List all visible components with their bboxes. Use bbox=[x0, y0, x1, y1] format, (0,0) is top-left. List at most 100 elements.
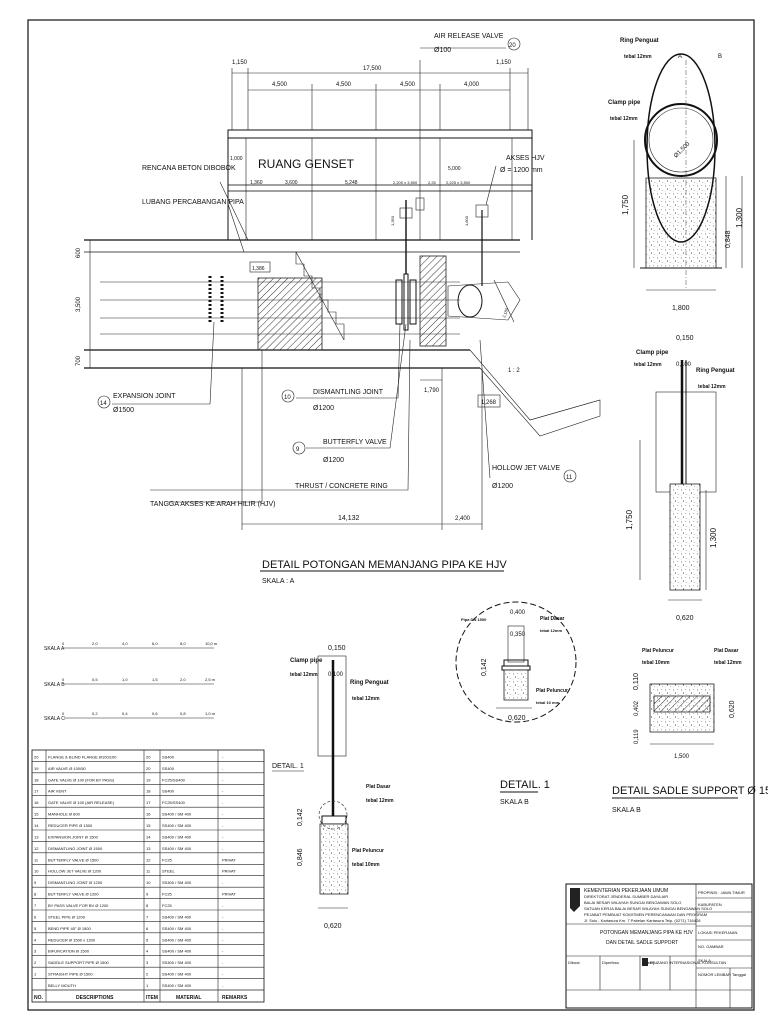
bom-cell: 9 bbox=[34, 880, 37, 885]
bom-cell: SS400 / SM 400 bbox=[162, 937, 192, 942]
d1s-plat-dasar-t: tebal 12mm bbox=[366, 798, 394, 804]
dim-17500: 17,500 bbox=[363, 66, 382, 72]
bom-cell: BIFURCATION Ø 1500 bbox=[48, 949, 90, 954]
tb-kabupaten: KABUPATEN bbox=[698, 902, 722, 907]
d1s-620: 0,620 bbox=[324, 923, 342, 930]
bom-cell: AIR VALVE Ø 100/50 bbox=[48, 766, 86, 771]
dim-span-4: 4,000 bbox=[464, 82, 480, 88]
bom-cell: 15 bbox=[146, 823, 151, 828]
bom-cell: 14 bbox=[34, 823, 39, 828]
room-label: RUANG GENSET bbox=[258, 157, 355, 171]
tb-consultant: PT. ZANO INTERNASIONAL KONSULTAN bbox=[650, 960, 726, 965]
bom-cell: SS400 / SM 400 bbox=[162, 926, 192, 931]
bom-cell: FC25/SS400 bbox=[162, 777, 186, 782]
sdv-1300: 1,300 bbox=[709, 527, 718, 548]
sv-1750: 1,750 bbox=[621, 194, 630, 215]
d1s-150: 0,150 bbox=[328, 645, 346, 652]
tb-org5: PEJABAT PEMBUAT KOMITMEN PERENCANAAN DAN… bbox=[584, 912, 707, 917]
sv-ring-t: tebal 12mm bbox=[624, 54, 652, 60]
bom-cell: - bbox=[222, 983, 224, 988]
d1c-pipe: Pipa DN 1500 bbox=[461, 617, 487, 622]
tag-20-text: 20 bbox=[509, 43, 516, 49]
tb-nomor-lembar: NOMOR LEMBAR bbox=[698, 972, 731, 977]
bom-cell: 6 bbox=[146, 926, 149, 931]
sv-1300: 1,300 bbox=[735, 207, 744, 228]
scale-b-t0: 0 bbox=[62, 677, 65, 682]
tb-tanggal: Tanggal bbox=[732, 972, 746, 977]
scale-c-t0: 0 bbox=[62, 711, 65, 716]
bom-cell: 8 bbox=[34, 892, 37, 897]
ss-620: 0,620 bbox=[729, 700, 736, 718]
hollow-jet-valve-symbol: 2,180 bbox=[447, 204, 521, 323]
label-akses: AKSES HJV bbox=[506, 155, 545, 162]
label-dismantling: DISMANTLING JOINT bbox=[313, 389, 384, 396]
scale-b-t4: 2,0 bbox=[180, 677, 186, 682]
sdv-ring-t: tebal 12mm bbox=[698, 384, 726, 390]
bom-cell: - bbox=[222, 949, 224, 954]
bom-cell: - bbox=[222, 823, 224, 828]
bom-cell: 11 bbox=[146, 869, 151, 874]
title-block: KEMENTERIAN PEKERJAAN UMUM DIREKTORAT JE… bbox=[565, 883, 753, 1009]
label-hollow-dia: Ø1200 bbox=[492, 483, 513, 490]
d1s-plat-peluncur-t: tebal 10mm bbox=[352, 862, 380, 868]
sv-1800: 1,800 bbox=[672, 305, 690, 312]
bom-cell: - bbox=[222, 914, 224, 919]
d1c-scale: SKALA B bbox=[500, 799, 529, 806]
dim-3600: 3,600 bbox=[285, 180, 298, 186]
bom-cell: FC25 bbox=[162, 903, 173, 908]
d1c-350: 0,350 bbox=[510, 632, 526, 638]
bom-cell: 13 bbox=[34, 834, 39, 839]
scale-a-t5: 10,0 m bbox=[205, 641, 218, 646]
bom-cell: GATE VALVE Ø 100 (FOR BY PASS) bbox=[48, 777, 115, 782]
d1s-ring: Ring Penguat bbox=[350, 680, 389, 686]
scale-a-t3: 6,0 bbox=[152, 641, 158, 646]
cross-section-view: Ring Penguat tebal 12mm Clamp pipe tebal… bbox=[608, 38, 744, 312]
bom-cell: SS400 bbox=[162, 789, 175, 794]
d1c-plat-peluncur: Plat Peluncur bbox=[536, 688, 568, 694]
tb-address: Jl. Solo - Kartasura Km. 7 Pabelan Karta… bbox=[584, 918, 701, 923]
bom-cell: - bbox=[222, 846, 224, 851]
tb-org3: BALAI BESAR WILAYAH SUNGAI BENGAWAN SOLO bbox=[584, 900, 681, 905]
bom-cell: SS400 / SM 400 bbox=[162, 880, 192, 885]
sv-ring: Ring Penguat bbox=[620, 38, 659, 44]
d1c-plat-dasar-t: tebal 12mm bbox=[540, 628, 562, 633]
label-air-release-dia: Ø100 bbox=[434, 47, 451, 54]
bom-cell: - bbox=[222, 926, 224, 931]
dim-5000: 5,000 bbox=[448, 166, 461, 172]
label-dismantling-dia: Ø1200 bbox=[313, 405, 334, 412]
bom-cell: - bbox=[222, 960, 224, 965]
label-rencana: RENCANA BETON DIBOBOK bbox=[142, 165, 236, 172]
label-thrust: THRUST / CONCRETE RING bbox=[295, 483, 388, 490]
d1s-846: 0,846 bbox=[297, 848, 304, 866]
scale-c-label: SKALA C bbox=[44, 716, 65, 722]
bom-header-desc: DESCRIPTIONS bbox=[76, 995, 114, 1001]
sdv-1750: 1,750 bbox=[625, 509, 634, 530]
bom-cell: 7 bbox=[34, 903, 37, 908]
dim-1360: 1,360 bbox=[250, 180, 263, 186]
tb-dibuat: Dibuat bbox=[568, 960, 580, 965]
dim-span-2: 4,500 bbox=[336, 82, 352, 88]
tb-org4: SATUAN KERJA BALAI BESAR WILAYAH SUNGAI … bbox=[584, 906, 712, 911]
d1s-clamp-t: tebal 12mm bbox=[290, 672, 318, 678]
sdv-clamp: Clamp pipe bbox=[636, 350, 669, 356]
dim-2225: 2,225 x 3,500 bbox=[446, 180, 471, 185]
tb-propinsi: PROPINSI : JAWA TIMUR bbox=[698, 890, 745, 895]
ss-plat-dasar: Plat Dasar bbox=[714, 648, 739, 654]
d1c-plat-peluncur-t: tebal 10 mm bbox=[536, 700, 560, 705]
sv-pipe-dia: Ø1,500 bbox=[673, 141, 692, 160]
bom-cell: EXPANSION JOINT Ø 1500 bbox=[48, 834, 99, 839]
bom-cell: SADDLE SUPPORT PIPE Ø 1500 bbox=[48, 960, 110, 965]
sdv-100: 0,100 bbox=[676, 362, 692, 368]
scale-b-t5: 2,5 m bbox=[205, 677, 216, 682]
dim-1386: 1,386 bbox=[252, 266, 265, 272]
bom-cell: 20 bbox=[146, 754, 151, 759]
detail1-circle: Pipa DN 1500 0,400 0,350 Plat Dasar teba… bbox=[455, 601, 577, 806]
bom-cell: - bbox=[222, 972, 224, 977]
bom-cell: PRIVAT bbox=[222, 892, 236, 897]
bom-cell: FC25/SS400 bbox=[162, 800, 186, 805]
ss-1500: 1,500 bbox=[674, 754, 690, 760]
bom-cell: SS400 / SM 400 bbox=[162, 914, 192, 919]
bom-cell: DISMANTLING JOINT Ø 1500 bbox=[48, 846, 103, 851]
bom-cell: 18 bbox=[34, 777, 39, 782]
bom-cell: SS400 / SM 400 bbox=[162, 983, 192, 988]
